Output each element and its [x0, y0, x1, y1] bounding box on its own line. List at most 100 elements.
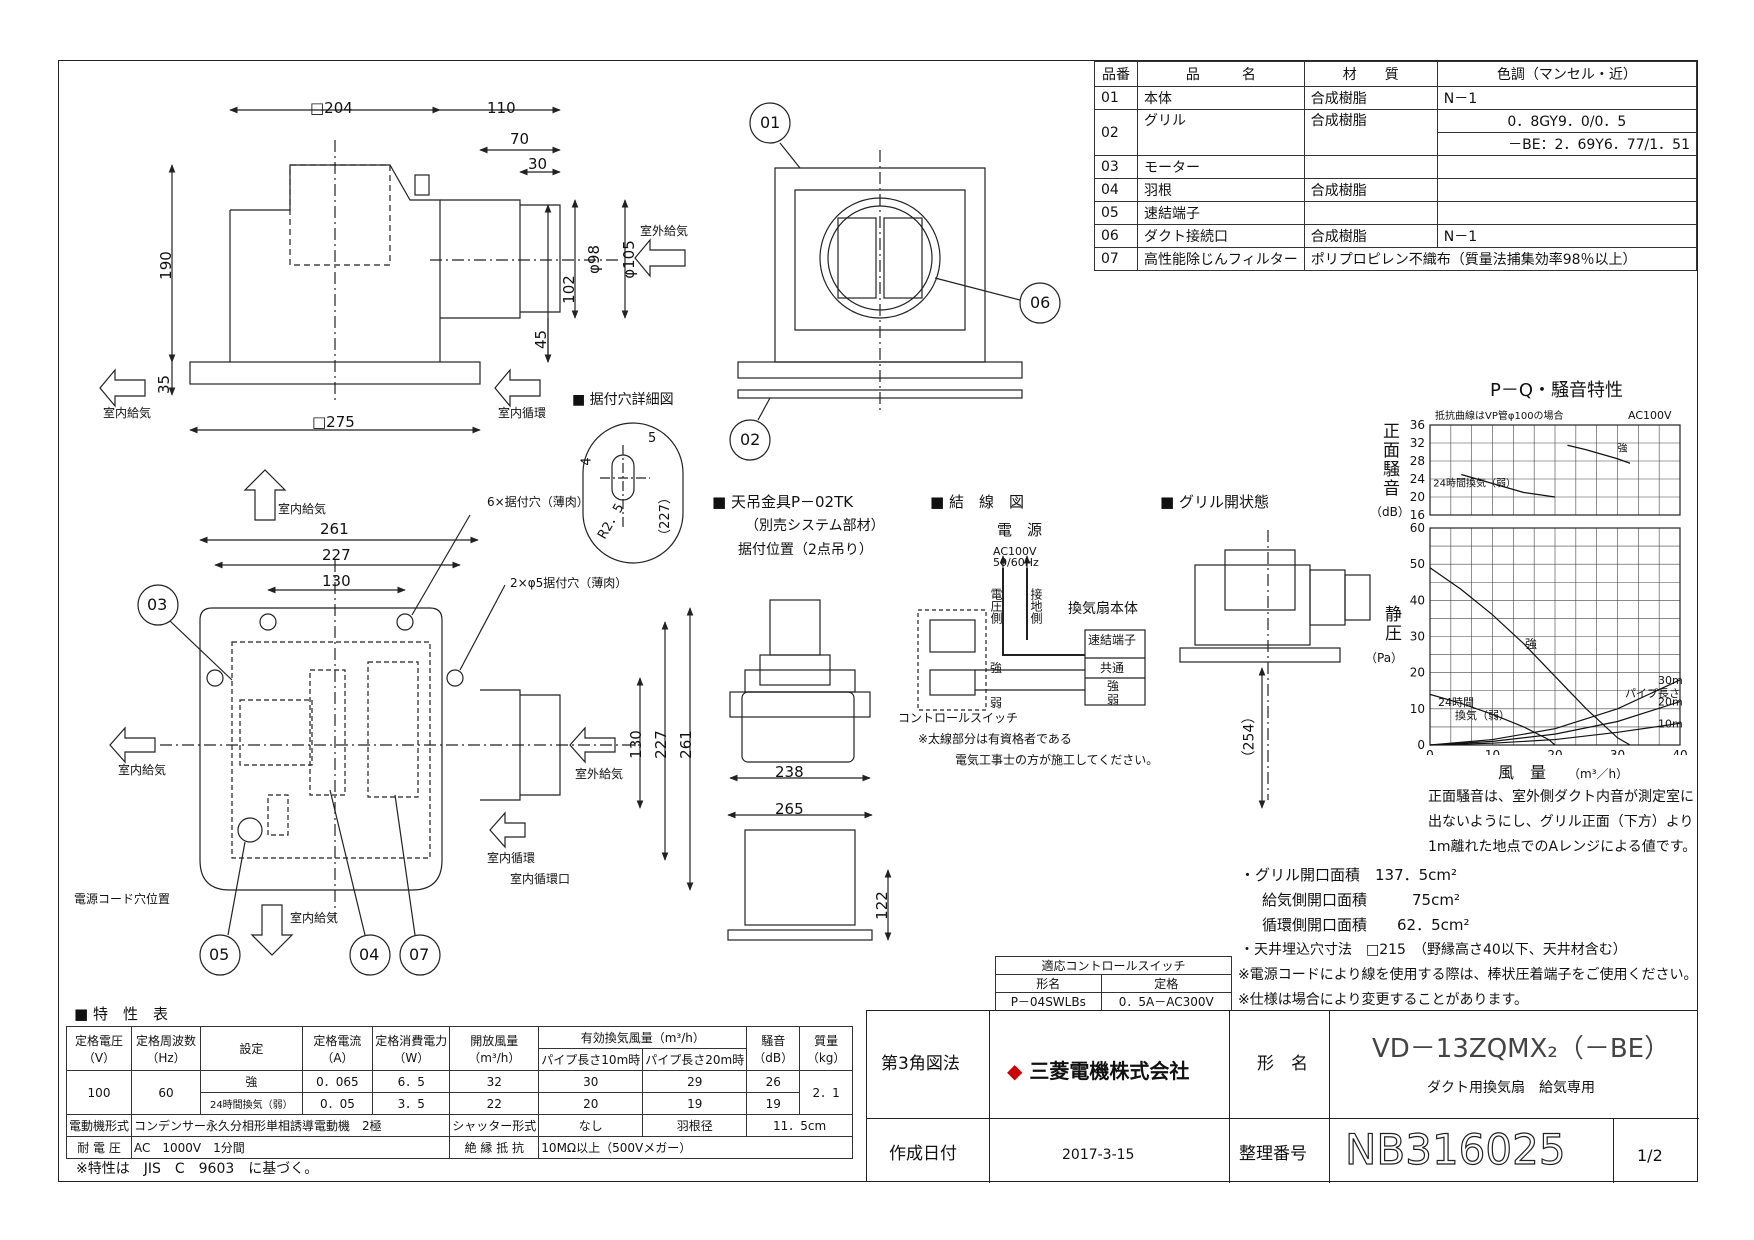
part-no: 05 [1094, 201, 1138, 225]
dim-227: 227 [322, 546, 351, 564]
tb-line [1329, 1011, 1330, 1183]
tb-line [867, 1118, 1699, 1119]
spec-mass: 2．1 [799, 1070, 853, 1115]
spec-p10: 20 [538, 1092, 644, 1115]
pq-series-line [1429, 679, 1681, 746]
spec-current: 0．05 [301, 1092, 374, 1115]
dim-45: 45 [532, 329, 551, 350]
wiring-sw-weak: 弱 [990, 696, 1003, 710]
parts-row: 02 グリル 合成樹脂 0．8GY9．0/0．5 [1094, 109, 1698, 156]
callout-04: 04 [359, 945, 380, 964]
model-number: VD－13ZQMX₂（－BE） [1372, 1034, 1671, 1064]
part-material [1303, 201, 1438, 225]
pq-series-line [1429, 567, 1631, 746]
spec-open: 32 [449, 1070, 540, 1093]
date-label: 作成日付 [889, 1144, 957, 1164]
dim-130: 130 [322, 572, 351, 590]
supply-area: 給気側開口面積 75cm² [1262, 891, 1460, 909]
label-indoor-circ-bottom: 室内循環 [487, 851, 536, 865]
mitsubishi-logo-icon: ◆ [1007, 1059, 1023, 1083]
pq-label-weak: 換気（弱） [1455, 709, 1510, 722]
spec-current: 0．065 [301, 1070, 374, 1093]
wiring-ground-side: 接地側 [1029, 588, 1043, 624]
spec-h-noise: 騒音（dB） [746, 1026, 801, 1071]
dim-261: 261 [320, 520, 349, 538]
noise-series-line [1567, 444, 1631, 464]
label-indoor-supply-top: 室内給気 [278, 502, 327, 516]
pq-pipe-len: パイプ長さ [1625, 687, 1680, 700]
pq-x-tick-label: 30 [1610, 748, 1625, 755]
pq-tick-label: 30 [1410, 630, 1425, 644]
cord-note: ※電源コードにより線を使用する際は、棒状圧着端子をご使用ください。 [1238, 967, 1698, 983]
label-indoor-circ: 室内循環 [498, 406, 547, 420]
spec-h-setting: 設定 [200, 1026, 303, 1071]
control-title: 適応コントロールスイッチ [995, 956, 1232, 975]
spec-setting: 24時間換気（弱） [200, 1092, 303, 1115]
spec-freq: 60 [131, 1070, 202, 1115]
parts-row: 07 高性能除じんフィルター ポリプロピレン不織布（質量法捕集効率98％以上） [1094, 247, 1698, 271]
mount-hole-detail [582, 422, 684, 564]
pq-x-tick-label: 0 [1426, 748, 1434, 755]
model-label: 形 名 [1257, 1054, 1308, 1074]
control-rating: 0．5A－AC300V [1100, 992, 1233, 1011]
callout-05: 05 [209, 945, 230, 964]
dim-phi105: φ105 [619, 240, 638, 279]
label-outdoor-supply-bottom: 室外給気 [575, 767, 624, 781]
pq-tick-label: 40 [1410, 593, 1425, 607]
spec-h-voltage: 定格電圧（V） [65, 1026, 133, 1071]
dim-190: 190 [156, 251, 175, 280]
dim-30: 30 [528, 155, 548, 173]
pq-pipe-label: 10m [1658, 717, 1683, 730]
dim-v261: 261 [676, 730, 695, 759]
spec-withstand-label: 耐 電 圧 [65, 1136, 133, 1159]
part-no: 03 [1094, 155, 1138, 179]
spec-h-freq: 定格周波数（Hz） [131, 1026, 202, 1071]
noise-frame [1429, 424, 1681, 516]
tb-line [989, 1011, 990, 1183]
spec-power: 3．5 [372, 1092, 451, 1115]
part-color: N－1 [1436, 86, 1698, 110]
spec-withstand: AC 1000V 1分間 [131, 1136, 451, 1159]
tb-line [1229, 1011, 1230, 1183]
wiring-voltage-side: 電圧側 [989, 588, 1003, 624]
callout-01: 01 [760, 113, 781, 132]
pq-x-tick-label: 20 [1547, 748, 1562, 755]
circ-area: 循環側開口面積 62．5cm² [1262, 916, 1470, 934]
part-name: 高性能除じんフィルター [1137, 247, 1305, 271]
spec-insulation: 10MΩ以上（500Vメガー） [538, 1136, 853, 1159]
part-color: N－1 [1436, 224, 1698, 248]
label-cord-hole: 電源コード穴位置 [74, 892, 171, 906]
noise-tick-label: 20 [1410, 490, 1425, 504]
spec-noise: 26 [746, 1070, 801, 1093]
dim-204: □204 [310, 99, 353, 117]
mount-d227: （227） [657, 491, 673, 542]
mount-d4: 4 [579, 457, 595, 466]
label-outdoor-supply: 室外給気 [640, 224, 689, 238]
part-name: 速結端子 [1137, 201, 1305, 225]
label-indoor-supply-bottom: 室内給気 [290, 911, 339, 925]
spec-setting: 強 [200, 1070, 303, 1093]
noise-series-label: 強 [1618, 441, 1628, 454]
spec-noise: 19 [746, 1092, 801, 1115]
label-holes2: 2×φ5据付穴（薄肉） [510, 576, 628, 590]
spec-h-power: 定格消費電力（W） [372, 1026, 451, 1071]
part-name: 羽根 [1137, 178, 1305, 202]
model-desc: ダクト用換気扇 給気専用 [1427, 1080, 1595, 1096]
parts-header-name: 品 名 [1137, 61, 1305, 87]
pq-x-tick-label: 40 [1672, 748, 1687, 755]
noise-note-2: 出ないようにし、グリル正面（下方）より [1428, 814, 1694, 830]
parts-row: 04 羽根 合成樹脂 [1094, 178, 1698, 202]
spec-h-current: 定格電流（A） [301, 1026, 374, 1071]
tb-line [1613, 1118, 1614, 1183]
dim-265: 265 [775, 800, 804, 818]
projection: 第3角図法 [881, 1054, 960, 1074]
noise-series-label: 24時間換気（弱） [1433, 477, 1516, 490]
pq-unit: （Pa） [1365, 651, 1404, 665]
wiring-terminal: 速結端子 [1088, 633, 1137, 647]
noise-note-3: 1m離れた地点でのAレンジによる値です。 [1428, 839, 1697, 855]
spec-title: ■ 特 性 表 [74, 1005, 168, 1023]
control-h1: 形名 [995, 974, 1102, 993]
spec-h-mass: 質量（kg） [799, 1026, 853, 1071]
label-indoor-circ-port: 室内循環口 [510, 872, 571, 886]
